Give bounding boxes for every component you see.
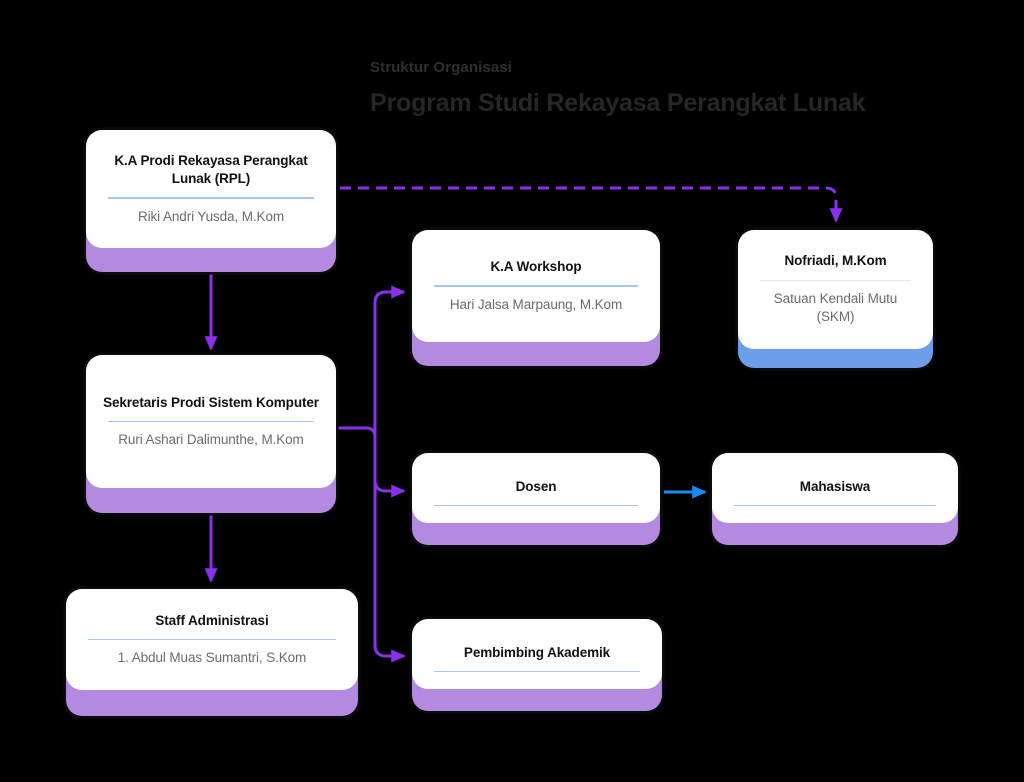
node-divider <box>434 285 638 287</box>
node-title: K.A Prodi Rekayasa Perangkat Lunak (RPL) <box>114 152 308 187</box>
node-sekretaris[interactable]: Sekretaris Prodi Sistem Komputer Ruri As… <box>86 355 336 513</box>
connector-trunk-to-dosen <box>373 479 406 498</box>
node-title: Dosen <box>515 478 557 494</box>
node-mahasiswa[interactable]: Mahasiswa <box>712 453 958 545</box>
node-subtitle: Hari Jalsa Marpaung, M.Kom <box>449 296 623 312</box>
node-divider <box>108 197 314 199</box>
node-staff-administrasi[interactable]: Staff Administrasi 1. Abdul Muas Sumantr… <box>66 589 358 716</box>
chart-heading: Struktur Organisasi Program Studi Rekaya… <box>370 59 990 117</box>
connector-kaprodi-to-nofriadi <box>340 186 843 223</box>
node-ka-workshop[interactable]: K.A Workshop Hari Jalsa Marpaung, M.Kom <box>412 230 660 366</box>
node-nofriadi[interactable]: Nofriadi, M.Kom Satuan Kendali Mutu (SKM… <box>738 230 933 368</box>
node-subtitle: Ruri Ashari Dalimunthe, M.Kom <box>118 432 304 448</box>
node-divider <box>434 670 640 673</box>
node-title: Staff Administrasi <box>155 612 269 628</box>
node-subtitle: Satuan Kendali Mutu (SKM) <box>773 291 898 325</box>
node-subtitle: 1. Abdul Muas Sumantri, S.Kom <box>117 650 307 666</box>
node-ka-prodi[interactable]: K.A Prodi Rekayasa Perangkat Lunak (RPL)… <box>86 130 336 272</box>
page-title: Program Studi Rekayasa Perangkat Lunak <box>370 88 866 117</box>
node-title: Nofriadi, M.Kom <box>784 253 887 269</box>
node-divider <box>760 279 911 282</box>
node-divider <box>434 504 638 507</box>
node-title: Sekretaris Prodi Sistem Komputer <box>103 394 319 410</box>
node-title: Mahasiswa <box>799 478 871 494</box>
node-divider <box>734 504 936 507</box>
connector-trunk-to-workshop <box>373 285 406 437</box>
node-divider <box>88 638 336 641</box>
node-title: K.A Workshop <box>490 259 582 275</box>
node-title: Pembimbing Akademik <box>463 644 611 660</box>
node-divider <box>108 420 314 423</box>
node-dosen[interactable]: Dosen <box>412 453 660 545</box>
node-pembimbing-akademik[interactable]: Pembimbing Akademik <box>412 619 662 711</box>
chart-eyebrow: Struktur Organisasi <box>370 59 512 76</box>
node-subtitle: Riki Andri Yusda, M.Kom <box>137 208 285 224</box>
